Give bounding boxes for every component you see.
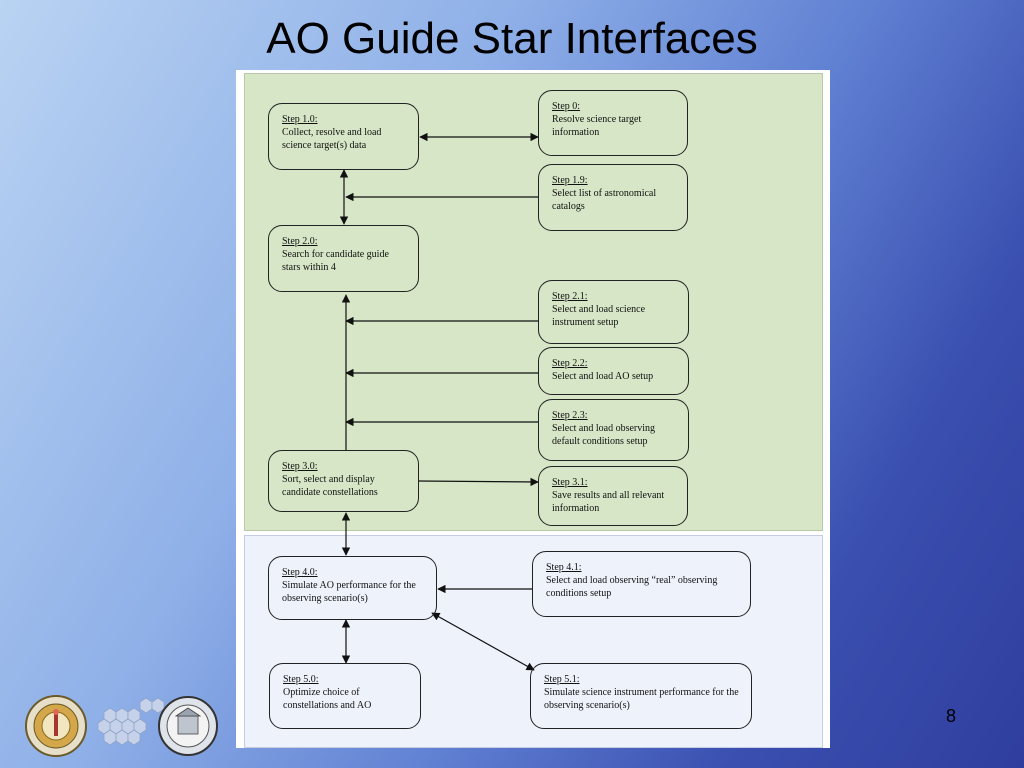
step-label: Step 4.0:: [282, 567, 318, 578]
step-1-9-box: Step 1.9: Select list of astronomical ca…: [538, 164, 688, 231]
step-label: Step 2.2:: [552, 358, 588, 369]
step-description: Select and load science instrument setup: [552, 304, 646, 328]
step-2-1-box: Step 2.1: Select and load science instru…: [538, 280, 689, 344]
step-5-1-box: Step 5.1: Simulate science instrument pe…: [530, 663, 752, 729]
step-4-1-box: Step 4.1: Select and load observing “rea…: [532, 551, 751, 617]
step-label: Step 3.0:: [282, 461, 318, 472]
step-label: Step 0:: [552, 101, 581, 112]
step-3-0-box: Step 3.0: Sort, select and display candi…: [268, 450, 419, 512]
step-label: Step 1.0:: [282, 114, 318, 125]
university-of-california-seal-logo: [158, 696, 218, 756]
step-2-3-box: Step 2.3: Select and load observing defa…: [538, 399, 689, 461]
arrow-s40-s51: [431, 612, 535, 671]
step-2-2-box: Step 2.2: Select and load AO setup: [538, 347, 689, 395]
step-description: Optimize choice of constellations and AO: [283, 687, 372, 711]
slide-title: AO Guide Star Interfaces: [266, 14, 758, 63]
page-number: 8: [946, 706, 957, 726]
step-label: Step 3.1:: [552, 477, 588, 488]
step-label: Step 2.0:: [282, 236, 318, 247]
step-2-0-box: Step 2.0: Search for candidate guide sta…: [268, 225, 419, 292]
hexagon-mirror-logo: [97, 697, 165, 746]
step-label: Step 4.1:: [546, 562, 582, 573]
step-label: Step 1.9:: [552, 175, 588, 186]
step-description: Sort, select and display candidate const…: [282, 474, 378, 498]
step-label: Step 2.1:: [552, 291, 588, 302]
step-description: Select and load observing default condit…: [552, 423, 656, 447]
step-description: Select list of astronomical catalogs: [552, 188, 657, 212]
step-description: Simulate AO performance for the observin…: [282, 580, 416, 604]
step-0-box: Step 0: Resolve science target informati…: [538, 90, 688, 156]
step-label: Step 2.3:: [552, 410, 588, 421]
step-description: Search for candidate guide stars within …: [282, 249, 389, 273]
institution-logos: [25, 695, 218, 757]
step-1-0-box: Step 1.0: Collect, resolve and load scie…: [268, 103, 419, 170]
arrow-s30-s31: [417, 477, 539, 487]
step-4-0-box: Step 4.0: Simulate AO performance for th…: [268, 556, 437, 620]
step-label: Step 5.0:: [283, 674, 319, 685]
step-description: Save results and all relevant informatio…: [552, 490, 665, 514]
green-zone: [244, 73, 823, 531]
step-3-1-box: Step 3.1: Save results and all relevant …: [538, 466, 688, 526]
step-description: Simulate science instrument performance …: [544, 687, 739, 711]
caltech-seal-logo: [25, 695, 87, 757]
step-description: Collect, resolve and load science target…: [282, 127, 382, 151]
step-label: Step 5.1:: [544, 674, 580, 685]
step-description: Resolve science target information: [552, 114, 642, 138]
step-description: Select and load observing “real” observi…: [546, 575, 718, 599]
step-description: Select and load AO setup: [552, 371, 654, 382]
step-5-0-box: Step 5.0: Optimize choice of constellati…: [269, 663, 421, 729]
